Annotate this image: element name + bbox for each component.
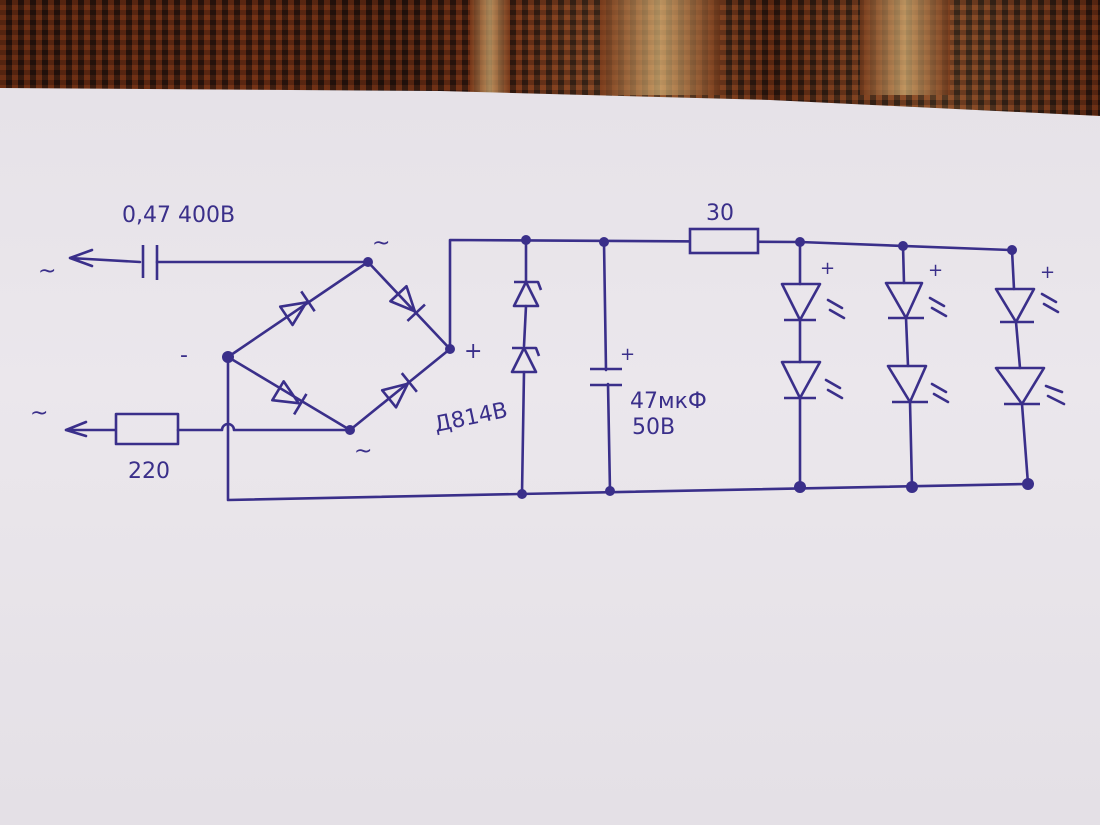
resistor-body (114, 412, 180, 446)
filter-capacitor-label-line1: 47мкФ (630, 389, 707, 414)
arrow-icon (64, 420, 117, 438)
paper-sheet (0, 88, 1100, 825)
filter-capacitor: + 47мкФ 50В (590, 237, 707, 496)
led-icon (994, 287, 1036, 324)
led-icon (886, 364, 928, 404)
bridge-diode (380, 372, 418, 409)
arrow-icon (68, 248, 142, 268)
zener-label: Д814В (432, 398, 510, 438)
wire (1010, 248, 1030, 486)
series-resistor: 30 (688, 201, 760, 255)
wire (520, 238, 528, 496)
bridge-diode (278, 290, 316, 327)
ac-symbol-top: ~ (38, 259, 56, 284)
input-resistor: 220 (114, 412, 180, 484)
input-resistor-label: 220 (128, 459, 170, 484)
led-icon (994, 366, 1046, 406)
carpet-stripe (600, 0, 720, 95)
light-rays-icon (1044, 384, 1066, 406)
dropper-capacitor: 0,47 400В (122, 203, 235, 280)
dropper-capacitor-label: 0,47 400В (122, 203, 235, 228)
zener-diode-icon (512, 280, 543, 308)
wire (176, 422, 352, 432)
filter-capacitor-label-line2: 50В (632, 415, 675, 440)
diode-icon (389, 284, 426, 322)
diode-icon (278, 290, 316, 327)
led-icon (780, 282, 822, 322)
bridge-ac-bottom-label: ~ (354, 439, 372, 464)
zener-diode-icon (510, 346, 541, 374)
led-icon (884, 281, 924, 320)
led-plus-label: + (928, 260, 943, 281)
series-resistor-label: 30 (706, 201, 734, 226)
carpet-stripe (470, 0, 510, 95)
led-plus-label: + (1040, 262, 1055, 283)
capacitor-plus-label: + (620, 344, 635, 365)
resistor-body (688, 227, 760, 255)
led-string: + (994, 245, 1066, 490)
diode-icon (271, 380, 308, 416)
carpet-stripe (860, 0, 950, 95)
ac-symbol-bottom: ~ (30, 401, 48, 426)
wire (901, 244, 914, 489)
bridge-wires (226, 260, 452, 432)
bridge-diode (271, 380, 308, 416)
light-rays-icon (928, 296, 948, 318)
light-rays-icon (1040, 292, 1060, 314)
zener-stack: Д814В (432, 235, 543, 499)
positive-rail (448, 238, 1012, 351)
led-icon (780, 360, 822, 400)
led-string: + (780, 237, 846, 493)
light-rays-icon (826, 298, 846, 320)
bridge-diode (389, 284, 426, 322)
bridge-minus-label: - (180, 343, 188, 368)
ac-input-bottom: ~ (30, 401, 117, 438)
bridge-plus-label: + (464, 339, 482, 364)
ac-input-top: ~ (38, 248, 142, 284)
led-string: + (884, 241, 950, 493)
led-plus-label: + (820, 258, 835, 279)
light-rays-icon (930, 382, 950, 404)
light-rays-icon (824, 378, 844, 400)
diode-icon (380, 372, 418, 409)
bridge-ac-top-label: ~ (372, 231, 390, 256)
wire (602, 240, 612, 493)
negative-rail (226, 355, 1030, 502)
